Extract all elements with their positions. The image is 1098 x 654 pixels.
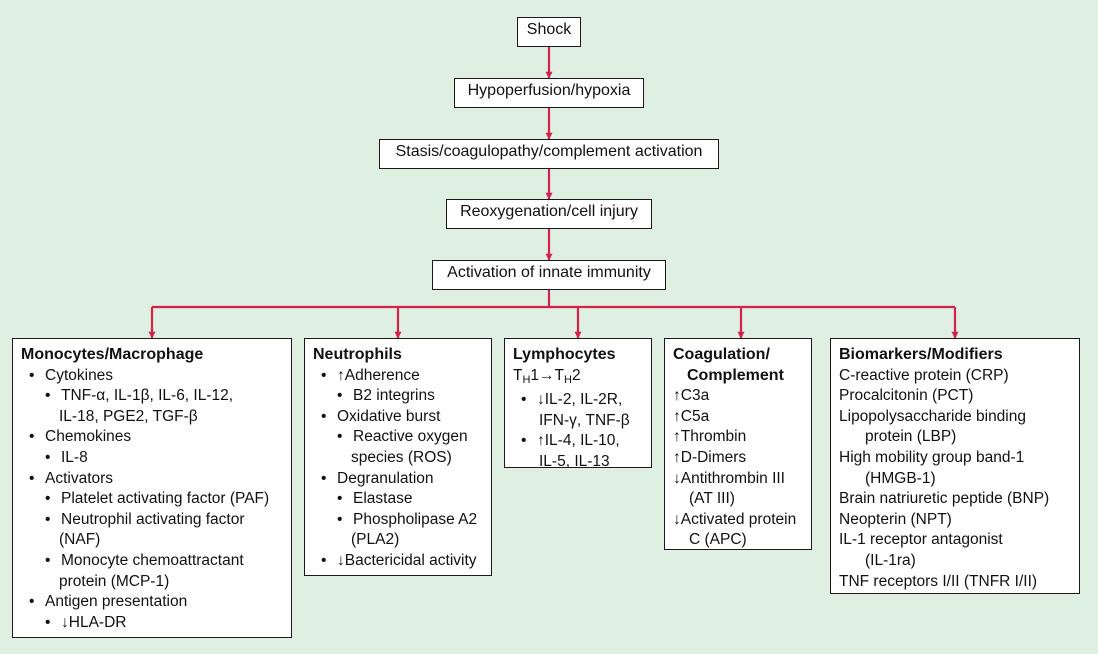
lymphocytes-title: Lymphocytes [513,346,616,363]
monocytes-il18: IL-18, PGE2, TGF-β [59,407,198,425]
coagulation-at-cont: (AT III) [689,490,735,508]
neutrophils-b2: B2 integrins [313,386,483,407]
monocytes-mcp: Monocyte chemoattractant [21,551,283,572]
neutrophils-oxid: Oxidative burst [313,407,483,428]
biomarkers-pct: Procalcitonin (PCT) [839,387,974,405]
biomarkers-npt: Neopterin (NPT) [839,510,952,528]
neutrophils-degran: Degranulation [313,469,483,490]
biomarkers-tnfr: TNF receptors I/II (TNFR I/II) [839,572,1038,590]
lymphocytes-th-shift: TH1→TH2 [513,366,643,391]
neutrophils-bact: ↓Bactericidal activity [313,551,483,572]
neutrophils-ros-cont: species (ROS) [351,448,452,466]
panel-coagulation: Coagulation/ Complement ↑C3a ↑C5a ↑Throm… [664,338,812,550]
monocytes-hla: ↓HLA-DR [21,613,283,634]
node-activation: Activation of innate immunity [432,260,666,290]
node-hypoperfusion-label: Hypoperfusion/hypoxia [467,82,631,99]
monocytes-title: Monocytes/Macrophage [21,346,204,363]
lymphocytes-il4-cont: IL-5, IL-13 [539,452,610,470]
biomarkers-hmgb-cont: (HMGB-1) [865,469,936,487]
th-end: 2 [571,366,581,384]
monocytes-antigen: Antigen presentation [21,592,283,613]
coagulation-c5a: ↑C5a [673,407,710,425]
neutrophils-adherence: ↑Adherence [313,366,483,387]
coagulation-at: ↓Antithrombin III [673,469,785,487]
panel-biomarkers: Biomarkers/Modifiers C-reactive protein … [830,338,1080,594]
monocytes-chemokines: Chemokines [21,427,283,448]
node-stasis: Stasis/coagulopathy/complement activatio… [379,139,719,169]
biomarkers-il1ra-cont: (IL-1ra) [865,551,916,569]
monocytes-tnf: TNF-α, IL-1β, IL-6, IL-12, [21,386,283,407]
monocytes-il8: IL-8 [21,448,283,469]
biomarkers-title: Biomarkers/Modifiers [839,346,1003,363]
coagulation-c3a: ↑C3a [673,387,710,405]
neutrophils-pla: Phospholipase A2 [313,510,483,531]
biomarkers-il1ra: IL-1 receptor antagonist [839,531,1003,549]
monocytes-paf: Platelet activating factor (PAF) [21,489,283,510]
node-reoxygenation-label: Reoxygenation/cell injury [460,203,638,220]
node-shock-label: Shock [526,21,572,38]
biomarkers-hmgb: High mobility group band-1 [839,448,1025,466]
monocytes-mcp-cont: protein (MCP-1) [59,572,170,590]
coagulation-title-cont: Complement [687,366,784,384]
neutrophils-ros: Reactive oxygen [313,427,483,448]
coagulation-apc-cont: C (APC) [689,531,747,549]
neutrophils-elastase: Elastase [313,489,483,510]
neutrophils-pla-cont: (PLA2) [351,531,400,549]
node-shock: Shock [517,17,581,47]
monocytes-naf: Neutrophil activating factor [21,510,283,531]
th-sub2: H [564,373,572,386]
lymphocytes-il4: ↑IL-4, IL-10, [513,431,643,452]
coagulation-apc: ↓Activated protein [673,510,797,528]
th-mid: 1→T [530,366,565,384]
lymphocytes-il2: ↓IL-2, IL-2R, [513,390,643,411]
node-activation-label: Activation of innate immunity [447,264,651,281]
lymphocytes-il2-cont: IFN-γ, TNF-β [539,411,630,429]
neutrophils-title: Neutrophils [313,346,402,363]
coagulation-title: Coagulation/ [673,346,770,363]
biomarkers-lbp: Lipopolysaccharide binding [839,407,1026,425]
monocytes-naf-cont: (NAF) [59,531,101,549]
panel-lymphocytes: Lymphocytes TH1→TH2 ↓IL-2, IL-2R, IFN-γ,… [504,338,652,470]
node-reoxygenation: Reoxygenation/cell injury [446,199,652,229]
coagulation-ddimers: ↑D-Dimers [673,448,747,466]
biomarkers-bnp: Brain natriuretic peptide (BNP) [839,490,1050,508]
monocytes-cytokines: Cytokines [21,366,283,387]
biomarkers-lbp-cont: protein (LBP) [865,428,957,446]
monocytes-activators: Activators [21,469,283,490]
th-sub1: H [522,373,531,386]
panel-neutrophils: Neutrophils ↑Adherence B2 integrins Oxid… [304,338,492,576]
panel-monocytes: Monocytes/Macrophage Cytokines TNF-α, IL… [12,338,292,638]
th-t1: T [513,366,523,384]
node-hypoperfusion: Hypoperfusion/hypoxia [454,78,644,108]
biomarkers-crp: C-reactive protein (CRP) [839,366,1009,384]
node-stasis-label: Stasis/coagulopathy/complement activatio… [395,143,703,160]
coagulation-thrombin: ↑Thrombin [673,428,747,446]
